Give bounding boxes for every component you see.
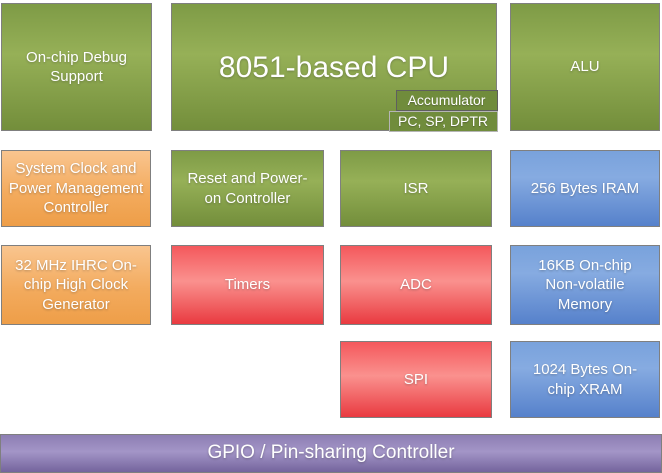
ihrc-label: 32 MHz IHRC On-chip High Clock Generator: [15, 256, 137, 313]
system-clock-label: System Clock and Power Management Contro…: [8, 160, 144, 217]
block-isr: ISR: [340, 150, 492, 227]
xram-label: 1024 Bytes On-chip XRAM: [532, 361, 638, 398]
block-system-clock-power-management: System Clock and Power Management Contro…: [1, 150, 151, 227]
isr-label: ISR: [403, 179, 429, 197]
block-iram: 256 Bytes IRAM: [510, 150, 660, 227]
registers-label: PC, SP, DPTR: [398, 113, 488, 129]
block-accumulator: Accumulator: [395, 89, 498, 111]
accumulator-label: Accumulator: [407, 92, 486, 108]
block-gpio-pin-sharing-controller: GPIO / Pin-sharing Controller: [0, 434, 662, 473]
gpio-label: GPIO / Pin-sharing Controller: [207, 442, 455, 464]
block-on-chip-debug-support: On-chip Debug Support: [1, 3, 152, 131]
block-alu: ALU: [510, 3, 660, 131]
block-ihrc-clock-generator: 32 MHz IHRC On-chip High Clock Generator: [1, 245, 151, 325]
nvm-label: 16KB On-chip Non-volatile Memory: [538, 256, 632, 313]
timers-label: Timers: [224, 276, 271, 294]
alu-label: ALU: [570, 58, 600, 76]
adc-label: ADC: [400, 276, 432, 294]
block-registers-pc-sp-dptr: PC, SP, DPTR: [388, 110, 498, 132]
block-timers: Timers: [171, 245, 324, 325]
block-reset-power-on-controller: Reset and Power-on Controller: [171, 150, 324, 227]
block-8051-cpu: 8051-based CPU Accumulator PC, SP, DPTR: [171, 3, 498, 132]
block-adc: ADC: [340, 245, 492, 325]
spi-label: SPI: [403, 370, 429, 388]
iram-label: 256 Bytes IRAM: [530, 179, 640, 197]
on-chip-debug-support-label: On-chip Debug Support: [26, 48, 127, 86]
cpu-title: 8051-based CPU: [218, 50, 450, 84]
block-xram: 1024 Bytes On-chip XRAM: [510, 341, 660, 418]
block-spi: SPI: [340, 341, 492, 418]
block-non-volatile-memory: 16KB On-chip Non-volatile Memory: [510, 245, 660, 325]
reset-controller-label: Reset and Power-on Controller: [187, 170, 308, 207]
